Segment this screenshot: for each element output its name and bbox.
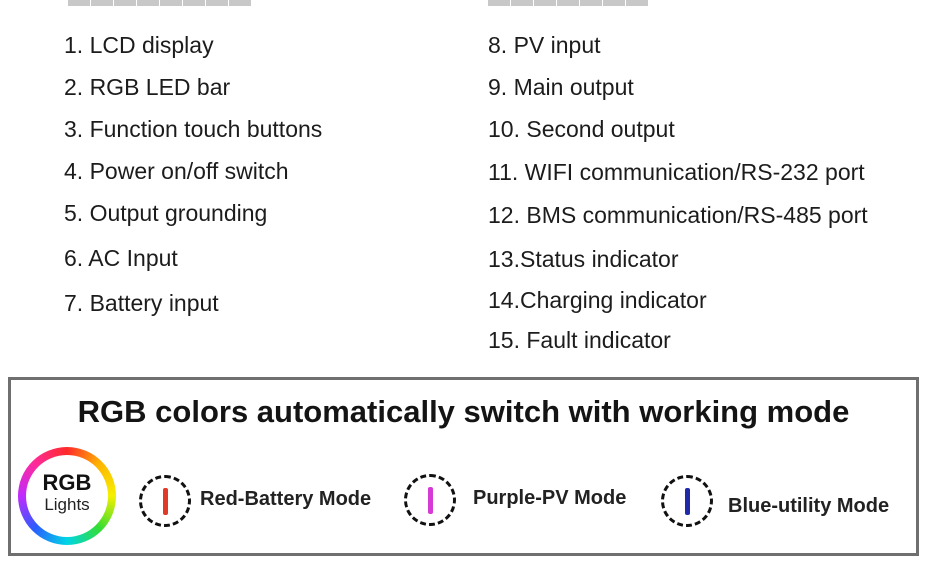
list-item: 10. Second output <box>488 116 675 142</box>
list-item: 15. Fault indicator <box>488 327 671 353</box>
panel-title: RGB colors automatically switch with wor… <box>77 394 850 429</box>
mode-label-battery: Red-Battery Mode <box>200 488 372 510</box>
list-item: 14.Charging indicator <box>488 287 707 313</box>
rgb-badge-sublabel: Lights <box>44 495 90 514</box>
list-item: 11. WIFI communication/RS-232 port <box>488 159 865 185</box>
list-item: 5. Output grounding <box>64 200 268 226</box>
mode-label-utility: Blue-utility Mode <box>728 495 890 517</box>
list-item: 4. Power on/off switch <box>64 158 289 184</box>
blue-mode-indicator-icon <box>661 475 713 527</box>
component-list-left: 1. LCD display 2. RGB LED bar 3. Functio… <box>64 31 444 331</box>
list-item: 2. RGB LED bar <box>64 74 231 100</box>
list-item: 1. LCD display <box>64 32 214 58</box>
cropped-heading-left: ▬▬▬▬▬▬▬▬ <box>68 0 252 11</box>
mode-label-pv: Purple-PV Mode <box>473 487 627 509</box>
list-item: 12. BMS communication/RS-485 port <box>488 202 868 228</box>
red-led-bar-icon <box>163 488 168 515</box>
list-item: 6. AC Input <box>64 245 178 271</box>
cropped-heading-right: ▬▬▬▬▬▬▬ <box>488 0 649 11</box>
rgb-badge-label: RGB <box>42 470 92 495</box>
rgb-mode-panel: RGB colors automatically switch with wor… <box>8 377 919 556</box>
list-item: 13.Status indicator <box>488 246 679 272</box>
list-item: 3. Function touch buttons <box>64 116 323 142</box>
rgb-lights-badge: RGB Lights <box>18 447 116 545</box>
purple-mode-indicator-icon <box>404 474 456 526</box>
rgb-badge-center: RGB Lights <box>26 455 108 537</box>
blue-led-bar-icon <box>685 488 690 515</box>
list-item: 9. Main output <box>488 74 634 100</box>
component-list-right: 8. PV input 9. Main output 10. Second ou… <box>488 31 908 361</box>
list-item: 8. PV input <box>488 32 601 58</box>
purple-led-bar-icon <box>428 487 433 514</box>
list-item: 7. Battery input <box>64 290 219 316</box>
red-mode-indicator-icon <box>139 475 191 527</box>
